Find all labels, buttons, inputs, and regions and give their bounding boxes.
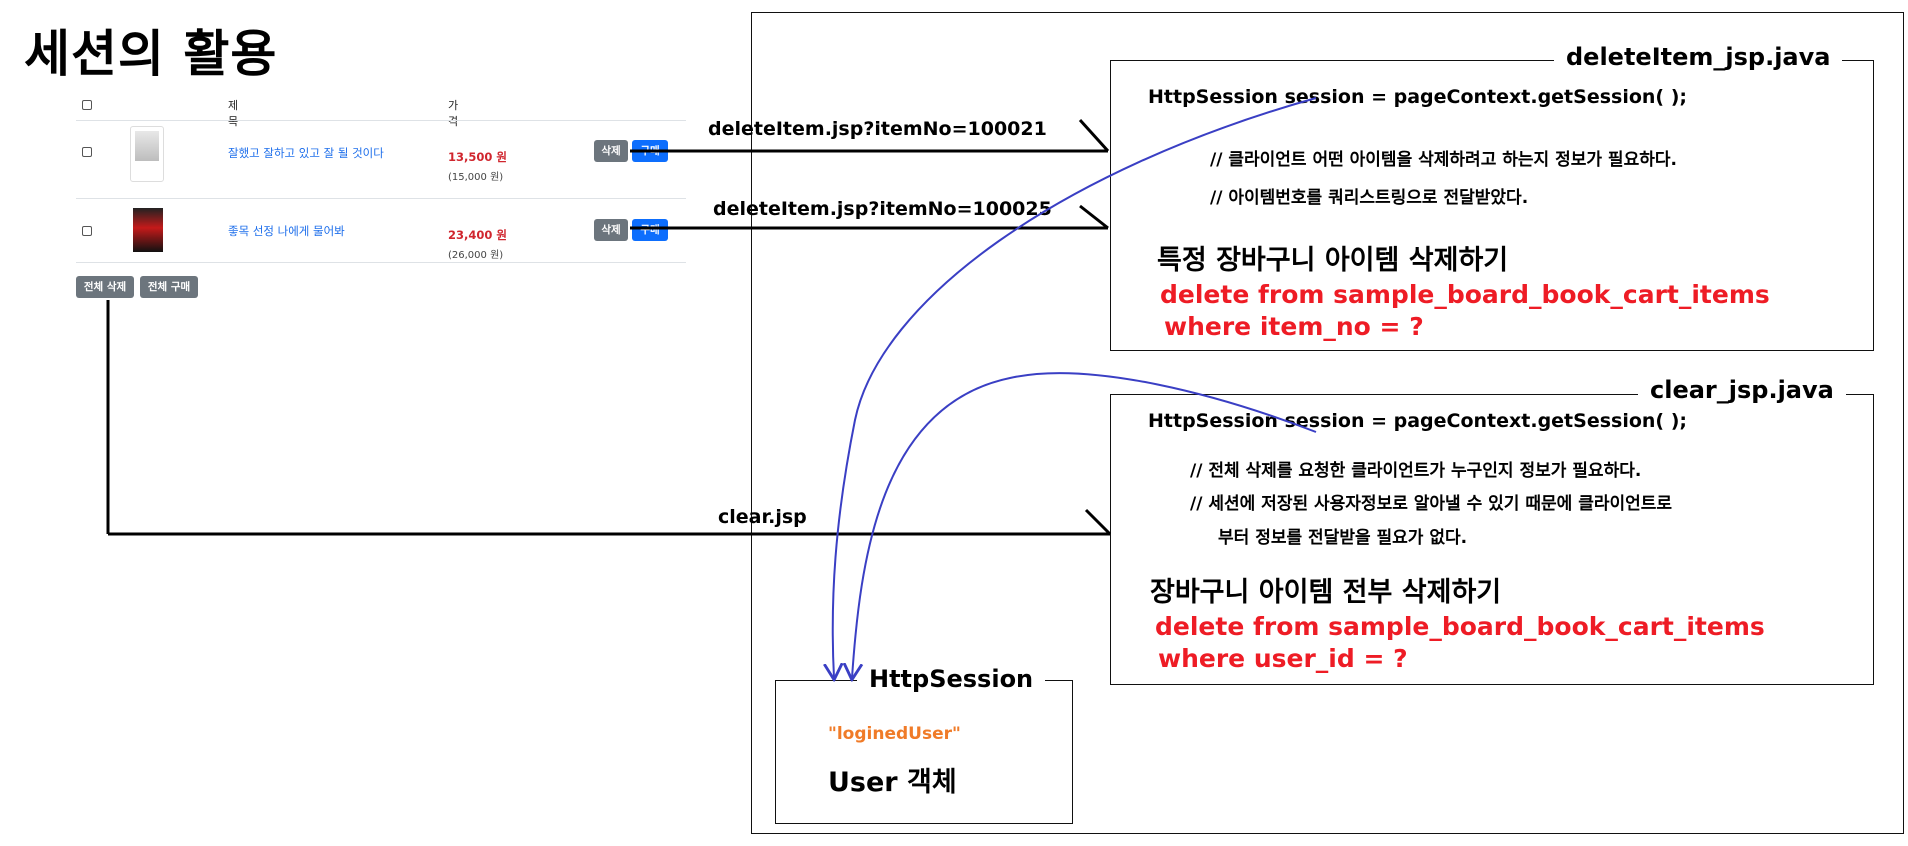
clear-heading: 장바구니 아이템 전부 삭제하기	[1150, 577, 1502, 608]
delete-button[interactable]: 삭제	[594, 140, 628, 162]
book-cover-image	[133, 208, 163, 252]
delete-button[interactable]: 삭제	[594, 219, 628, 241]
clear-comment-2: // 세션에 저장된 사용자정보로 알아낼 수 있기 때문에 클라이언트로	[1190, 494, 1673, 514]
page-title: 세션의 활용	[24, 25, 278, 83]
sale-price: 23,400 원	[448, 228, 507, 242]
row-price: 23,400 원 (26,000 원)	[448, 224, 507, 262]
delete-item-code: HttpSession session = pageContext.getSes…	[1148, 86, 1688, 108]
arrow-label-row2: deleteItem.jsp?itemNo=100025	[713, 198, 1052, 220]
delete-item-heading: 특정 장바구니 아이템 삭제하기	[1157, 245, 1509, 276]
header-title: 제목	[228, 99, 239, 128]
original-price: (15,000 원)	[448, 172, 504, 183]
delete-all-button[interactable]: 전체 삭제	[76, 276, 134, 298]
clear-sql-1: delete from sample_board_book_cart_items	[1155, 612, 1765, 641]
row-divider	[76, 198, 686, 199]
original-price: (26,000 원)	[448, 250, 504, 261]
delete-item-sql-2: where item_no = ?	[1164, 312, 1424, 341]
arrow-label-clear: clear.jsp	[718, 506, 807, 528]
arrow-label-row1: deleteItem.jsp?itemNo=100021	[708, 118, 1047, 140]
delete-item-sql-1: delete from sample_board_book_cart_items	[1160, 280, 1770, 309]
clear-legend: clear_jsp.java	[1638, 376, 1846, 404]
http-session-box	[775, 680, 1073, 824]
book-thumbnail[interactable]	[130, 126, 164, 182]
header-price: 가격	[448, 99, 459, 128]
delete-item-legend: deleteItem_jsp.java	[1554, 43, 1843, 71]
buy-all-button[interactable]: 전체 구매	[140, 276, 198, 298]
row-title-link[interactable]: 좋목 선정 나에게 물어봐	[228, 224, 345, 238]
delete-item-comment-1: // 클라이언트 어떤 아이템을 삭제하려고 하는지 정보가 필요하다.	[1210, 150, 1677, 170]
row-divider	[76, 262, 686, 263]
row-checkbox[interactable]	[82, 226, 92, 236]
row-title-link[interactable]: 잘했고 잘하고 있고 잘 될 것이다	[228, 146, 384, 160]
clear-code: HttpSession session = pageContext.getSes…	[1148, 410, 1688, 432]
book-cover-image	[135, 131, 159, 161]
select-all-checkbox[interactable]	[82, 100, 92, 110]
delete-item-comment-2: // 아이템번호를 쿼리스트링으로 전달받았다.	[1210, 188, 1529, 208]
clear-sql-2: where user_id = ?	[1158, 644, 1408, 673]
server-panel	[751, 12, 1904, 834]
http-session-legend: HttpSession	[857, 665, 1046, 693]
buy-button[interactable]: 구매	[632, 140, 668, 162]
sale-price: 13,500 원	[448, 150, 507, 164]
session-value: User 객체	[828, 767, 957, 798]
row-price: 13,500 원 (15,000 원)	[448, 146, 507, 184]
session-key: "loginedUser"	[828, 724, 961, 744]
row-checkbox[interactable]	[82, 147, 92, 157]
header-divider	[76, 120, 686, 121]
clear-comment-1: // 전체 삭제를 요청한 클라이언트가 누구인지 정보가 필요하다.	[1190, 461, 1642, 481]
clear-comment-3: 부터 정보를 전달받을 필요가 없다.	[1218, 528, 1468, 548]
buy-button[interactable]: 구매	[632, 219, 668, 241]
book-thumbnail[interactable]	[130, 204, 164, 260]
